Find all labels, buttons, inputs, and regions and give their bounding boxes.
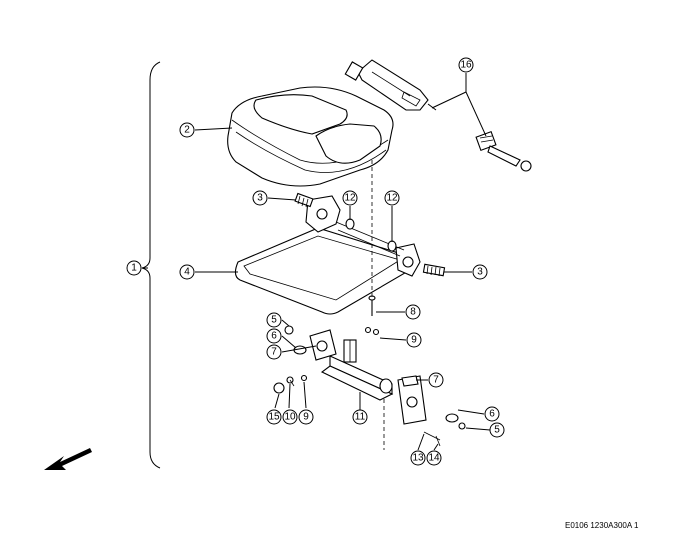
callout-6-right: 6 [484,406,500,422]
svg-text:9: 9 [411,335,417,346]
washer-12b [387,240,397,252]
svg-text:6: 6 [489,409,495,420]
svg-text:7: 7 [271,347,277,358]
callout-1: 1 [126,260,142,276]
callout-7-left: 7 [266,344,282,360]
callout-12-left: 12 [342,190,358,206]
small-hardware [273,325,466,447]
svg-text:9: 9 [303,412,309,423]
leader-lines [194,73,491,451]
callout-3-left: 3 [252,190,268,206]
svg-text:13: 13 [412,453,424,464]
svg-text:12: 12 [386,193,398,204]
callout-6-left: 6 [266,328,282,344]
svg-text:11: 11 [355,412,366,423]
callout-12-right: 12 [384,190,400,206]
svg-text:14: 14 [428,453,440,464]
svg-text:8: 8 [410,307,416,318]
svg-text:3: 3 [477,267,483,278]
callout-7-right: 7 [428,372,444,388]
svg-text:7: 7 [433,375,439,386]
callout-5-right: 5 [489,422,505,438]
callout-2: 2 [179,122,195,138]
bolt-3b [422,263,446,277]
callout-5-left: 5 [266,312,282,328]
svg-text:4: 4 [184,267,190,278]
callout-16: 16 [458,57,474,73]
seat-cushion [227,86,394,187]
callout-14: 14 [426,450,442,466]
seat-frame [309,329,427,425]
washer-12a [345,218,355,230]
svg-text:6: 6 [271,331,277,342]
callout-9-lower: 9 [298,409,314,425]
svg-text:16: 16 [460,60,472,71]
callout-3-right: 3 [472,264,488,280]
callout-8: 8 [405,304,421,320]
drawing-code: E0106 1230A300A 1 [565,521,639,530]
callout-4: 4 [179,264,195,280]
callout-9-upper: 9 [406,332,422,348]
bolt-3a [294,192,314,208]
callout-13: 13 [410,450,426,466]
seat-pan [234,195,421,315]
svg-text:5: 5 [271,315,277,326]
arrow-down-left-icon [44,448,92,470]
group-bracket [141,61,161,469]
seat-belt [344,59,532,172]
callout-10: 10 [282,409,298,425]
svg-text:15: 15 [268,412,280,423]
svg-text:3: 3 [257,193,263,204]
callout-15: 15 [266,409,282,425]
svg-text:5: 5 [494,425,500,436]
svg-text:10: 10 [284,412,296,423]
svg-text:12: 12 [344,193,356,204]
svg-text:1: 1 [131,263,137,274]
callout-11: 11 [352,409,368,425]
svg-text:2: 2 [184,125,190,136]
screw-8 [368,295,376,316]
